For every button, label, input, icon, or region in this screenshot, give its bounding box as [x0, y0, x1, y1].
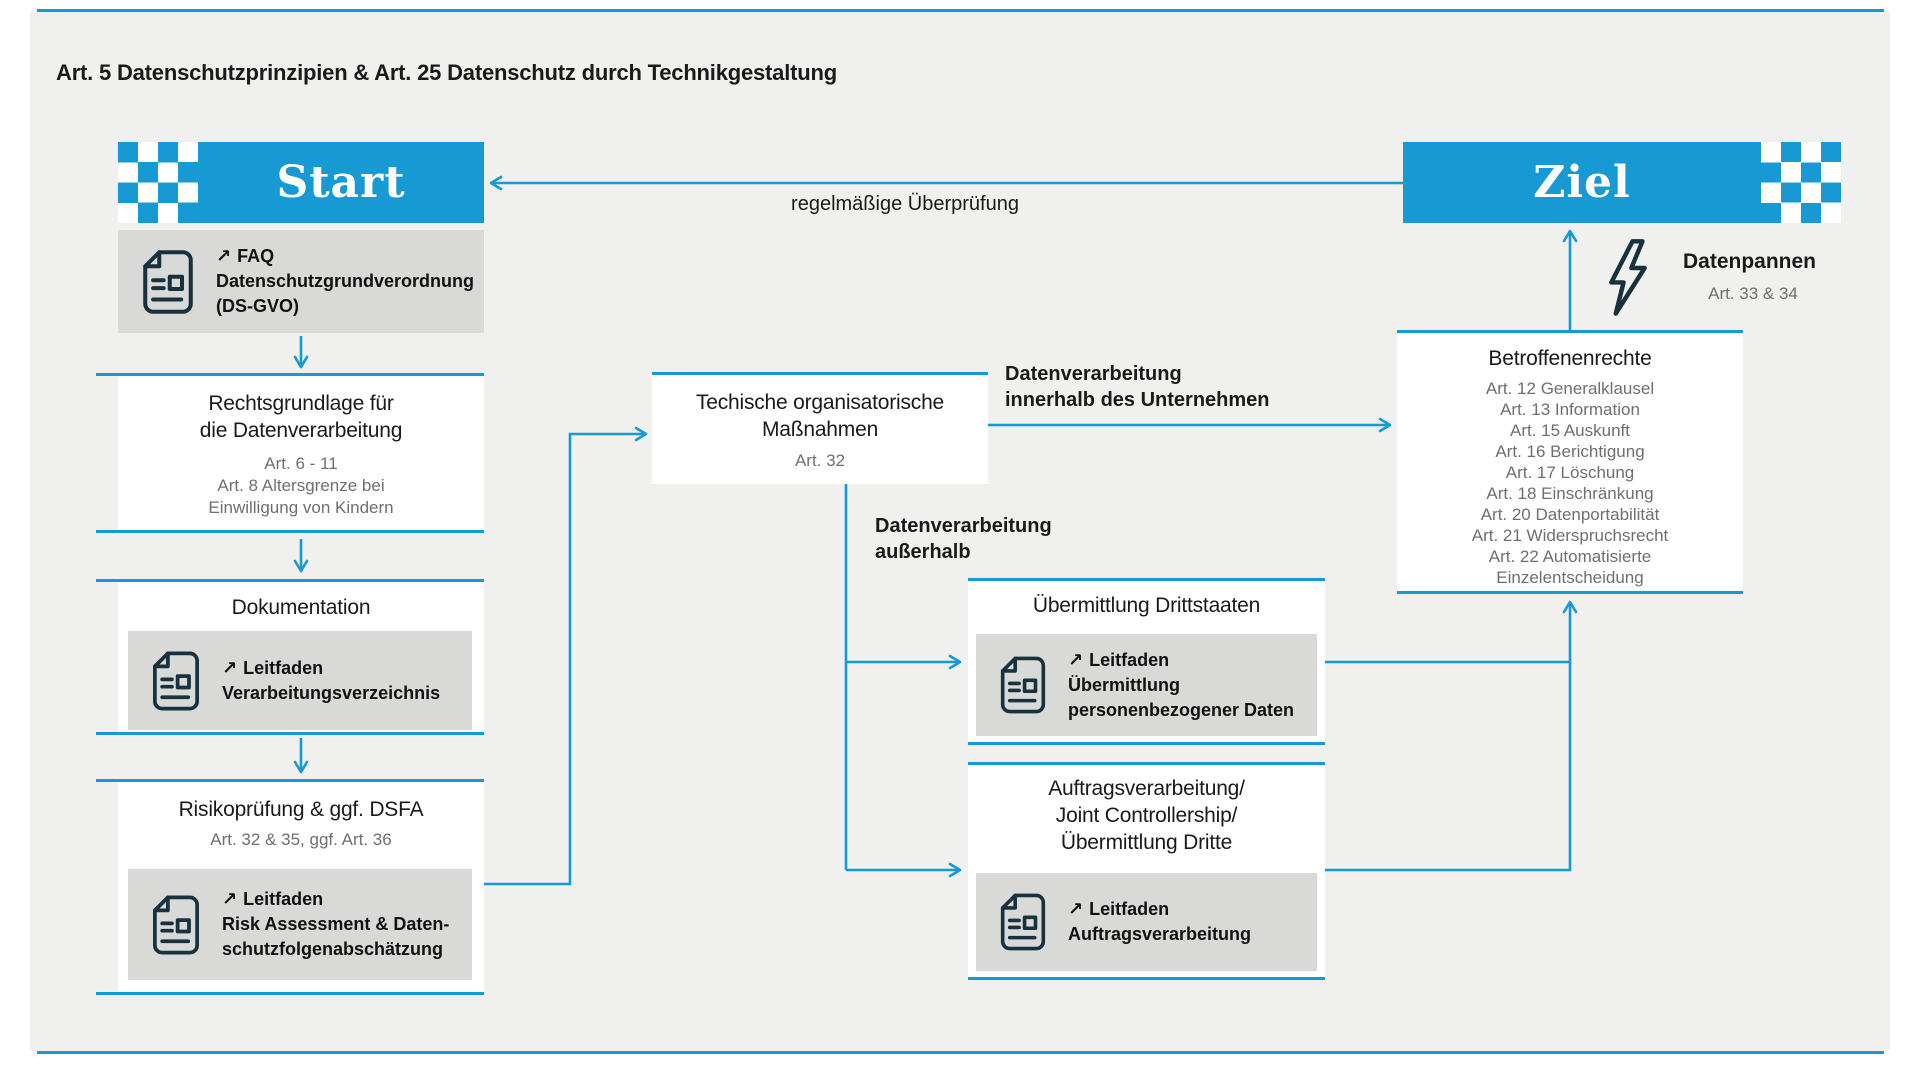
faq-link-text: ↗FAQ Datenschutzgrundverordnung (DS-GVO)	[216, 244, 474, 319]
rechtsgrundlage-note2: Art. 8 Altersgrenze bei	[217, 476, 385, 495]
ausserhalb-line1: Datenverarbeitung	[875, 515, 1052, 537]
uebermittlung-title: Übermittlung Drittstaaten	[1032, 594, 1261, 617]
betroffenenrechte-box: Betroffenenrechte Art. 12 Generalklausel…	[1397, 330, 1743, 594]
dokumentation-title: Dokumentation	[231, 596, 371, 619]
document-icon	[153, 895, 199, 954]
tom-title-line1: Techische organisatorische	[695, 391, 945, 414]
start-banner: Start	[118, 142, 484, 223]
faq-link-label: FAQ	[237, 246, 275, 266]
faq-line1: Datenschutzgrundverordnung	[216, 271, 475, 291]
ziel-banner: Ziel	[1403, 142, 1841, 223]
dokumentation-line1: Verarbeitungsverzeichnis	[222, 682, 441, 703]
document-icon	[153, 651, 199, 710]
ziel-label: Ziel	[1533, 157, 1631, 208]
leitfaden-label: Leitfaden	[243, 889, 324, 909]
auftrag-link-text: ↗Leitfaden Auftragsverarbeitung	[1068, 897, 1251, 947]
betroffenenrechte-item: Art. 20 Datenportabilität	[1480, 505, 1660, 524]
uebermittlung-link-text: ↗Leitfaden Übermittlung personenbezogene…	[1068, 648, 1294, 723]
datenpannen-title: Datenpannen	[1683, 250, 1817, 273]
risikopruefung-box: Risikoprüfung & ggf. DSFA Art. 32 & 35, …	[96, 779, 484, 995]
betroffenenrechte-item: Art. 13 Information	[1500, 400, 1640, 419]
rechtsgrundlage-note1: Art. 6 - 11	[264, 454, 338, 473]
document-icon	[1000, 893, 1046, 951]
rechtsgrundlage-title-line1: Rechtsgrundlage für	[208, 392, 394, 415]
betroffenenrechte-item: Art. 12 Generalklausel	[1485, 379, 1655, 398]
tom-note: Art. 32	[794, 451, 846, 470]
innerhalb-label: Datenverarbeitung innerhalb des Unterneh…	[1005, 361, 1270, 413]
datenpannen-note: Art. 33 & 34	[1708, 284, 1798, 303]
betroffenenrechte-item: Art. 21 Widerspruchsrecht	[1471, 526, 1669, 545]
checkerboard-pattern	[118, 142, 198, 223]
external-link-arrow: ↗	[1068, 899, 1084, 919]
innerhalb-line1: Datenverarbeitung	[1005, 363, 1182, 385]
auftrag-title-line3: Übermittlung Dritte	[1060, 831, 1233, 854]
auftragsverarbeitung-box: Auftragsverarbeitung/ Joint Controllersh…	[968, 762, 1325, 980]
risiko-link-text: ↗Leitfaden Risk Assessment & Daten- schu…	[222, 887, 449, 962]
uebermittlung-line2: personenbezogener Daten	[1068, 699, 1295, 720]
external-link-arrow: ↗	[216, 246, 232, 266]
betroffenenrechte-item: Art. 16 Berichtigung	[1495, 442, 1645, 461]
auftragsverarbeitung-link-card[interactable]: ↗Leitfaden Auftragsverarbeitung	[976, 873, 1317, 971]
dokumentation-link-text: ↗Leitfaden Verarbeitungsverzeichnis	[222, 656, 440, 706]
risiko-line2: schutzfolgenabschätzung	[222, 939, 444, 959]
leitfaden-label: Leitfaden	[243, 657, 324, 678]
external-link-arrow: ↗	[1068, 649, 1084, 670]
checkerboard-pattern	[1761, 142, 1841, 223]
ausserhalb-line2: außerhalb	[875, 541, 971, 563]
rechtsgrundlage-box: Rechtsgrundlage für die Datenverarbeitun…	[96, 373, 484, 533]
leitfaden-label: Leitfaden	[1089, 649, 1170, 670]
leitfaden-label: Leitfaden	[1089, 899, 1170, 919]
external-link-arrow: ↗	[222, 657, 238, 678]
betroffenenrechte-item: Art. 18 Einschränkung	[1486, 484, 1654, 503]
verarbeitungsverzeichnis-link-card[interactable]: ↗Leitfaden Verarbeitungsverzeichnis	[128, 631, 472, 730]
risikopruefung-note: Art. 32 & 35, ggf. Art. 36	[210, 830, 392, 849]
betroffenenrechte-item: Art. 22 Automatisierte	[1488, 547, 1652, 566]
bottom-rule	[37, 1051, 1884, 1054]
auftrag-title-line1: Auftragsverarbeitung/	[1048, 777, 1245, 800]
risiko-line1: Risk Assessment & Daten-	[222, 914, 450, 934]
external-link-arrow: ↗	[222, 889, 238, 909]
ausserhalb-label: Datenverarbeitung außerhalb	[875, 513, 1052, 565]
risk-assessment-link-card[interactable]: ↗Leitfaden Risk Assessment & Daten- schu…	[128, 869, 472, 980]
top-rule	[37, 9, 1884, 12]
betroffenenrechte-item: Art. 15 Auskunft	[1509, 421, 1630, 440]
uebermittlung-link-card[interactable]: ↗Leitfaden Übermittlung personenbezogene…	[976, 634, 1317, 736]
risikopruefung-title: Risikoprüfung & ggf. DSFA	[178, 798, 424, 821]
rechtsgrundlage-title-line2: die Datenverarbeitung	[199, 419, 403, 442]
tom-title-line2: Maßnahmen	[761, 418, 879, 441]
auftrag-title-line2: Joint Controllership/	[1055, 804, 1238, 827]
betroffenenrechte-list: Art. 12 Generalklausel Art. 13 Informati…	[1397, 378, 1743, 588]
dokumentation-box: Dokumentation ↗Leitfaden Verarbeitungsve…	[96, 579, 484, 735]
uebermittlung-line1: Übermittlung	[1068, 674, 1180, 695]
document-icon	[143, 249, 193, 314]
auftrag-line1: Auftragsverarbeitung	[1068, 924, 1252, 944]
faq-link-card[interactable]: ↗FAQ Datenschutzgrundverordnung (DS-GVO)	[118, 230, 484, 333]
rechtsgrundlage-note3: Einwilligung von Kindern	[208, 498, 394, 517]
betroffenenrechte-item: Einzelentscheidung	[1496, 568, 1644, 587]
betroffenenrechte-title: Betroffenenrechte	[1488, 347, 1652, 370]
betroffenenrechte-item: Art. 17 Löschung	[1505, 463, 1635, 482]
uebermittlung-box: Übermittlung Drittstaaten ↗Leitfaden Übe…	[968, 578, 1325, 745]
tom-box: Techische organisatorische Maßnahmen Art…	[652, 372, 988, 484]
document-icon	[1000, 656, 1046, 714]
start-label: Start	[276, 157, 406, 208]
faq-line2: (DS-GVO)	[216, 296, 299, 316]
page-title: Art. 5 Datenschutzprinzipien & Art. 25 D…	[56, 60, 837, 85]
regelmaessige-ueberpruefung-label: regelmäßige Überprüfung	[791, 193, 1019, 215]
innerhalb-line2: innerhalb des Unternehmen	[1005, 389, 1270, 411]
